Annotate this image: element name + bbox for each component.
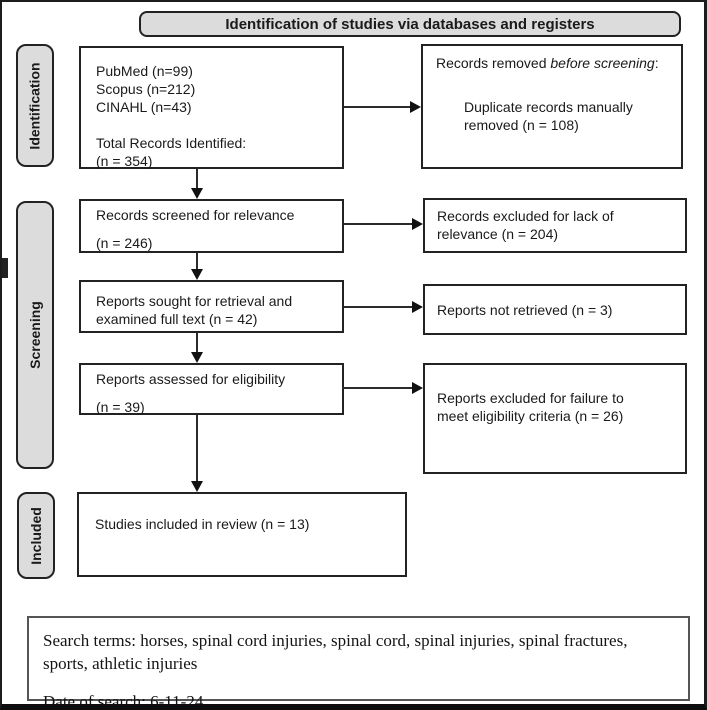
reports-sought-label-line1: Reports sought for retrieval and [96, 293, 293, 309]
box-reports-assessed: Reports assessed for eligibility (n = 39… [79, 363, 344, 415]
stage-label-included-text: Included [28, 506, 44, 565]
records-removed-heading: Records removed before screening: [436, 54, 671, 72]
total-records-label: Total Records Identified: [96, 135, 247, 151]
diagram-title: Identification of studies via databases … [225, 15, 595, 33]
records-removed-suffix: : [654, 55, 659, 71]
duplicates-removed-detail: Duplicate records manually removed (n = … [436, 98, 671, 134]
reports-not-retrieved-label: Reports not retrieved (n = 3) [437, 301, 613, 318]
arrow-sought-to-not-retrieved [344, 301, 423, 313]
reports-assessed-label: Reports assessed for eligibility [96, 371, 286, 387]
reports-assessed-count: (n = 39) [96, 399, 145, 415]
arrow-assessed-to-included [191, 415, 203, 492]
search-date-text: Date of search: 6-11-24 [43, 692, 204, 710]
arrow-assessed-to-excluded-eligibility [342, 382, 423, 394]
records-excluded-line2: relevance (n = 204) [437, 226, 559, 242]
database-pubmed-count: PubMed (n=99) [96, 63, 193, 79]
duplicates-removed-line1: Duplicate records manually [464, 99, 633, 115]
records-removed-italic: before screening [550, 55, 655, 71]
stage-label-screening: Screening [16, 201, 54, 469]
stage-label-screening-text: Screening [27, 301, 44, 369]
records-excluded-line1: Records excluded for lack of [437, 208, 614, 224]
box-records-screened: Records screened for relevance (n = 246) [79, 199, 344, 253]
box-reports-excluded-eligibility: Reports excluded for failure to meet eli… [423, 363, 687, 474]
stage-label-identification-text: Identification [27, 61, 43, 150]
diagram-title-banner: Identification of studies via databases … [139, 11, 681, 37]
box-reports-not-retrieved: Reports not retrieved (n = 3) [423, 284, 687, 335]
search-terms-box: Search terms: horses, spinal cord injuri… [27, 616, 690, 704]
total-records-count: (n = 354) [96, 153, 153, 169]
arrow-screened-to-sought [191, 253, 203, 280]
database-cinahl-count: CINAHL (n=43) [96, 99, 192, 115]
arrow-identified-to-removed [344, 101, 421, 113]
database-scopus-count: Scopus (n=212) [96, 81, 196, 97]
duplicates-removed-line2: removed (n = 108) [464, 117, 579, 133]
box-records-excluded-relevance: Records excluded for lack of relevance (… [423, 198, 687, 253]
records-screened-label: Records screened for relevance [96, 207, 295, 223]
studies-included-label: Studies included in review (n = 13) [95, 516, 310, 532]
search-terms-text: Search terms: horses, spinal cord injuri… [43, 631, 628, 673]
reports-excluded-eligibility-line1: Reports excluded for failure to [437, 390, 624, 406]
box-reports-sought: Reports sought for retrieval and examine… [79, 280, 344, 333]
box-studies-included: Studies included in review (n = 13) [77, 492, 407, 577]
box-records-identified: PubMed (n=99) Scopus (n=212) CINAHL (n=4… [79, 46, 344, 169]
stage-label-included: Included [17, 492, 55, 579]
arrow-sought-to-assessed [191, 333, 203, 363]
reports-excluded-eligibility-line2: meet eligibility criteria (n = 26) [437, 408, 624, 424]
records-screened-count: (n = 246) [96, 235, 153, 251]
records-removed-prefix: Records removed [436, 55, 551, 71]
left-edge-scan-artifact [2, 258, 8, 278]
stage-label-identification: Identification [16, 44, 54, 167]
arrow-identified-to-screened [191, 169, 203, 199]
arrow-screened-to-excluded [344, 218, 423, 230]
reports-sought-label-line2: examined full text (n = 42) [96, 311, 258, 327]
box-records-removed-before-screening: Records removed before screening: Duplic… [421, 44, 683, 169]
